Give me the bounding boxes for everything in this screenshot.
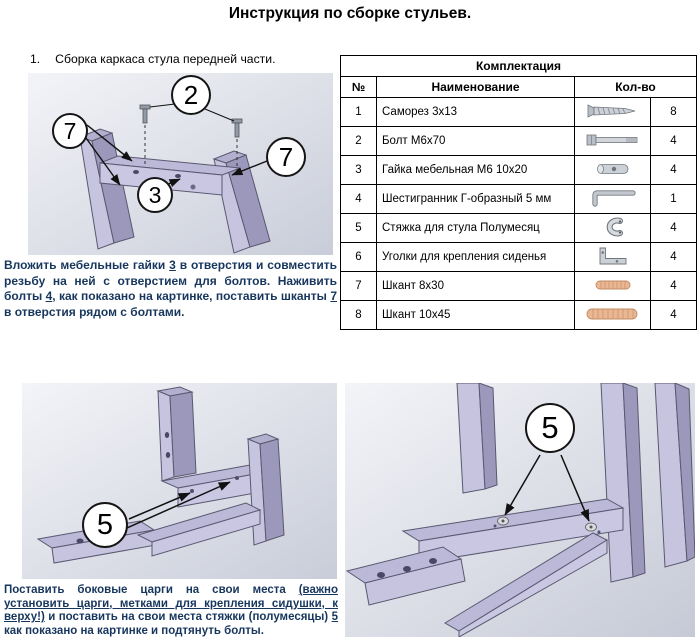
col-header-qty: Кол-во — [573, 76, 698, 98]
parts-table-title: Комплектация — [339, 55, 698, 77]
dowel-icon — [595, 280, 630, 289]
part-image-cell — [574, 184, 651, 214]
parts-row-1: 1 Саморез 3х13 8 — [340, 97, 698, 127]
part-num: 3 — [340, 155, 377, 185]
part-ref-3: 3 — [169, 258, 176, 272]
callout-nut-3: 3 — [137, 177, 173, 213]
step1-instruction: Вложить мебельные гайки 3 в отверстия и … — [4, 258, 337, 320]
instr2-text: и поставить на свои места стяжки (полуме… — [44, 611, 332, 624]
part-num: 8 — [340, 300, 377, 330]
braces-drawing — [345, 383, 695, 637]
parts-row-3: 3 Гайка мебельная М6 10х20 4 — [340, 155, 698, 185]
callout-dowel-7-left: 7 — [52, 113, 88, 149]
parts-table: Комплектация № Наименование Кол-во 1 Сам… — [339, 55, 698, 330]
instr1-text: , как показано на картинке, поставить шк… — [52, 289, 331, 304]
part-qty: 1 — [649, 184, 698, 214]
table-header-row: № Наименование Кол-во — [340, 76, 698, 98]
parts-row-4: 4 Шестигранник Г-образный 5 мм 1 — [340, 184, 698, 214]
part-image-cell — [574, 155, 651, 185]
part-qty: 4 — [649, 213, 698, 243]
step1-heading: 1. Сборка каркаса стула передней части. — [30, 52, 275, 66]
instr2-text: Поставить боковые царги на свои места — [4, 584, 299, 596]
parts-row-2: 2 Болт М6х70 4 — [340, 126, 698, 156]
part-qty: 4 — [649, 242, 698, 272]
part-image-cell — [574, 271, 651, 301]
page-title: Инструкция по сборке стульев. — [228, 5, 472, 22]
instr2-text: как показано на картинке и подтянуть бол… — [4, 624, 264, 637]
col-header-name: Наименование — [376, 76, 575, 98]
part-num: 5 — [340, 213, 377, 243]
step1-heading-text: Сборка каркаса стула передней части. — [55, 52, 276, 66]
part-qty: 4 — [649, 155, 698, 185]
braces-diagram: 5 — [345, 383, 695, 637]
part-num: 4 — [340, 184, 377, 214]
instr1-text: в отверстия и совместить резьбу на ней с… — [4, 258, 337, 304]
part-ref-7: 7 — [330, 289, 337, 304]
part-image-cell — [574, 126, 651, 156]
side-rails-drawing — [22, 383, 337, 579]
hex-key-icon — [591, 189, 636, 207]
part-num: 6 — [340, 242, 377, 272]
part-qty: 4 — [649, 300, 698, 330]
part-name: Шкант 10х45 — [376, 300, 575, 330]
instr1-text: в отверстия рядом с болтами. — [4, 304, 185, 319]
callout-brace-5: 5 — [82, 502, 128, 548]
part-qty: 4 — [649, 271, 698, 301]
parts-row-7: 7 Шкант 8х30 4 — [340, 271, 698, 301]
part-name: Уголки для крепления сиденья — [376, 242, 575, 272]
part-name: Саморез 3х13 — [376, 97, 575, 127]
part-num: 1 — [340, 97, 377, 127]
part-ref-4: 4 — [45, 289, 53, 304]
part-image-cell — [574, 97, 651, 127]
step2-instruction: Поставить боковые царги на свои места (в… — [4, 584, 338, 637]
part-name: Болт М6х70 — [376, 126, 575, 156]
table-title-row: Комплектация — [339, 55, 698, 77]
bolt-icon — [586, 134, 637, 145]
part-qty: 4 — [649, 126, 698, 156]
screw-icon — [587, 103, 635, 118]
parts-row-6: 6 Уголки для крепления сиденья 4 — [340, 242, 698, 272]
part-image-cell — [574, 242, 651, 272]
part-qty: 8 — [649, 97, 698, 127]
dowel-icon — [586, 308, 637, 319]
part-name: Шестигранник Г-образный 5 мм — [376, 184, 575, 214]
side-rails-diagram: 5 — [22, 383, 337, 579]
step1-number: 1. — [30, 52, 41, 66]
callout-bolt-2: 2 — [171, 75, 211, 115]
instr1-text: Вложить мебельные гайки — [4, 258, 170, 272]
half-moon-bracket-icon — [606, 217, 623, 236]
corner-bracket-icon — [599, 247, 626, 264]
col-header-num: № — [340, 76, 377, 98]
front-frame-diagram: 2 7 3 7 — [28, 73, 333, 255]
part-ref-5: 5 — [331, 611, 338, 624]
parts-row-8: 8 Шкант 10х45 4 — [340, 300, 698, 330]
part-num: 7 — [340, 271, 377, 301]
part-name: Гайка мебельная М6 10х20 — [376, 155, 575, 185]
callout-brace-5: 5 — [525, 403, 575, 453]
part-name: Шкант 8х30 — [376, 271, 575, 301]
part-image-cell — [574, 213, 651, 243]
instr2-important: (важно установить царги, метками для кре… — [4, 584, 338, 624]
part-image-cell — [574, 300, 651, 330]
parts-row-5: 5 Стяжка для стула Полумесяц 4 — [340, 213, 698, 243]
callout-dowel-7-right: 7 — [266, 137, 306, 177]
part-num: 2 — [340, 126, 377, 156]
barrel-nut-icon — [596, 163, 628, 174]
part-name: Стяжка для стула Полумесяц — [376, 213, 575, 243]
